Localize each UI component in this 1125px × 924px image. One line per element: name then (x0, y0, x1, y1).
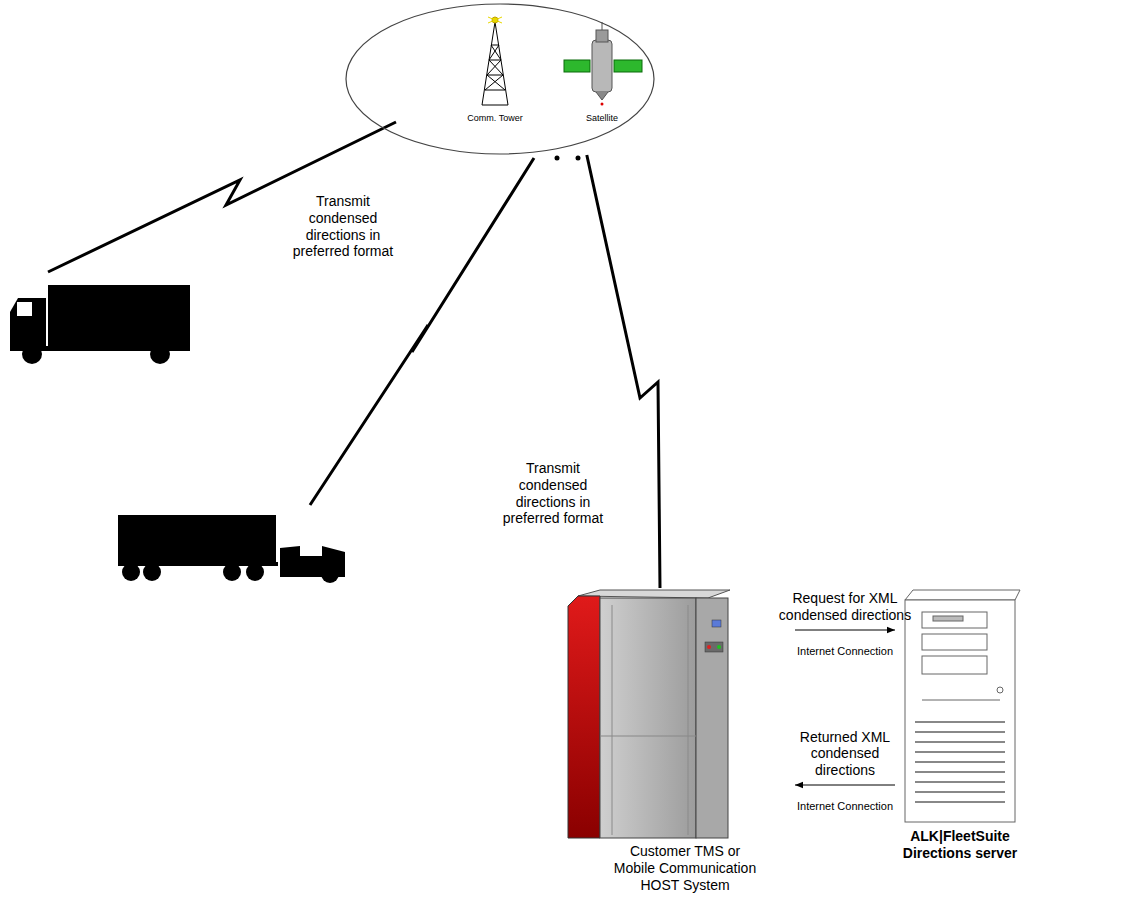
arrow-connector (795, 630, 895, 631)
node-label: Comm. Tower (455, 113, 535, 124)
satellite-icon (564, 22, 642, 106)
transmit-note: Transmit condensed directions in preferr… (282, 193, 404, 260)
connection-note: Internet Connection (780, 645, 910, 658)
edge-label: Transmit condensed directions in preferr… (501, 460, 605, 527)
server-vents (915, 722, 1005, 802)
edge-label: Returned XML condensed directions (789, 729, 901, 779)
junction-dot (555, 156, 560, 161)
ellipse-outline (345, 3, 655, 155)
junction-dot (576, 156, 581, 161)
host-system: Customer TMS or Mobile Communication HOS… (575, 588, 795, 897)
node-label: Satellite (567, 113, 637, 124)
arrow-connector (795, 785, 895, 786)
network-cloud: Comm. Tower Satellite (345, 3, 655, 155)
directions-server: ALK|FleetSuite Directions server (895, 590, 1025, 866)
node-label: ALK|FleetSuite Directions server (895, 828, 1025, 862)
connection-note: Internet Connection (780, 800, 910, 813)
box-truck (10, 285, 190, 364)
edge-label: Request for XML condensed directions (775, 590, 915, 624)
tms-computer (568, 590, 730, 838)
node-label: Customer TMS or Mobile Communication HOS… (609, 843, 761, 893)
alk-server (905, 590, 1020, 822)
semi-truck (118, 515, 345, 583)
truck-window (17, 302, 32, 316)
comm-tower-icon (482, 17, 508, 105)
